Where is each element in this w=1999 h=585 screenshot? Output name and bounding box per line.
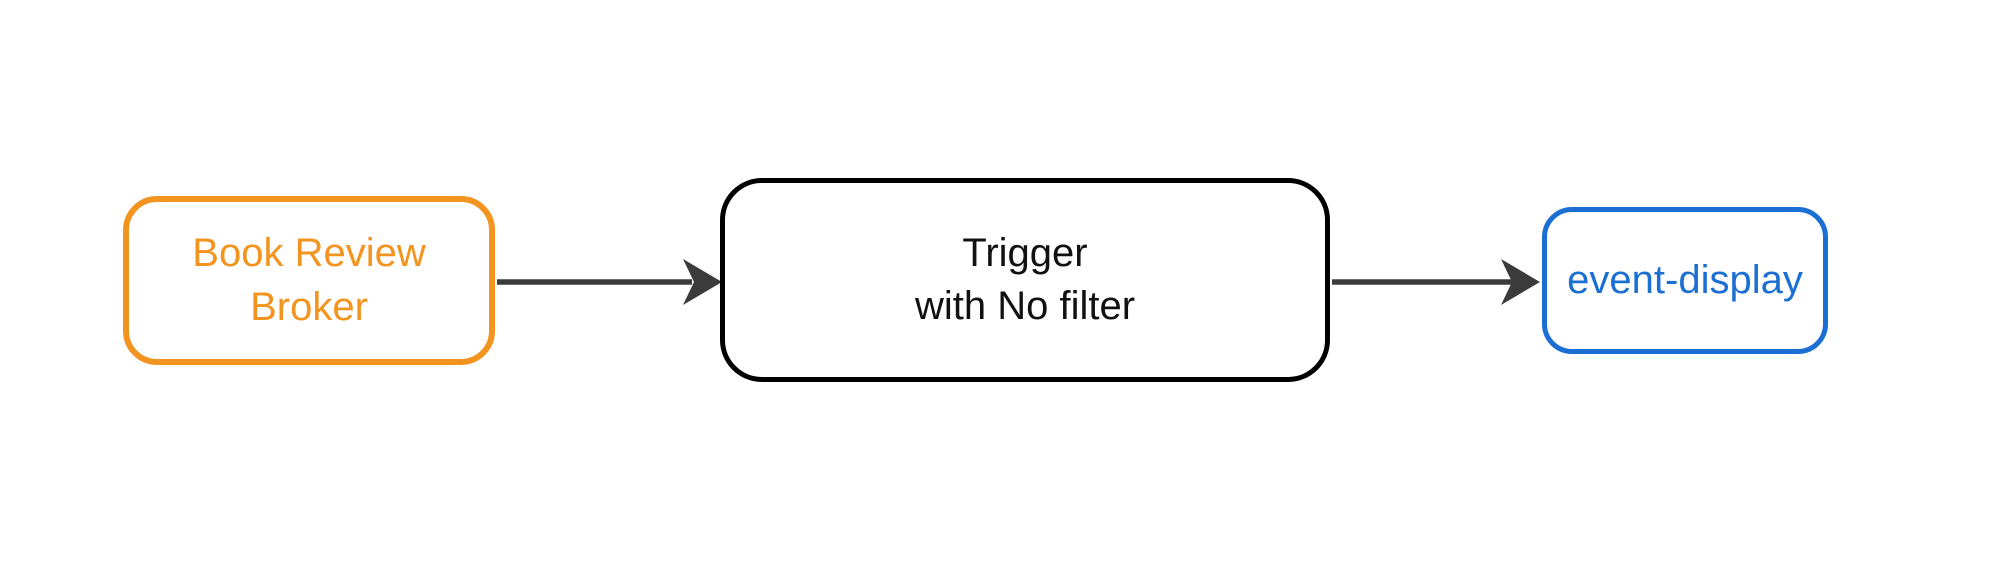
- node-label-line: event-display: [1567, 257, 1803, 302]
- node-label-line: Book Review: [192, 231, 426, 276]
- node-trigger-no-filter: Trigger with No filter: [720, 178, 1330, 382]
- node-book-review-broker: Book Review Broker: [123, 196, 495, 365]
- node-label-line: with No filter: [914, 284, 1136, 328]
- arrow-broker-to-trigger: [497, 259, 722, 305]
- arrow-trigger-to-sink: [1332, 259, 1540, 305]
- arrowhead-icon: [683, 259, 722, 305]
- node-event-display: event-display: [1542, 207, 1828, 354]
- node-label-line: Trigger: [962, 230, 1088, 275]
- node-label-line: Broker: [250, 284, 368, 329]
- arrowhead-icon: [1501, 259, 1540, 305]
